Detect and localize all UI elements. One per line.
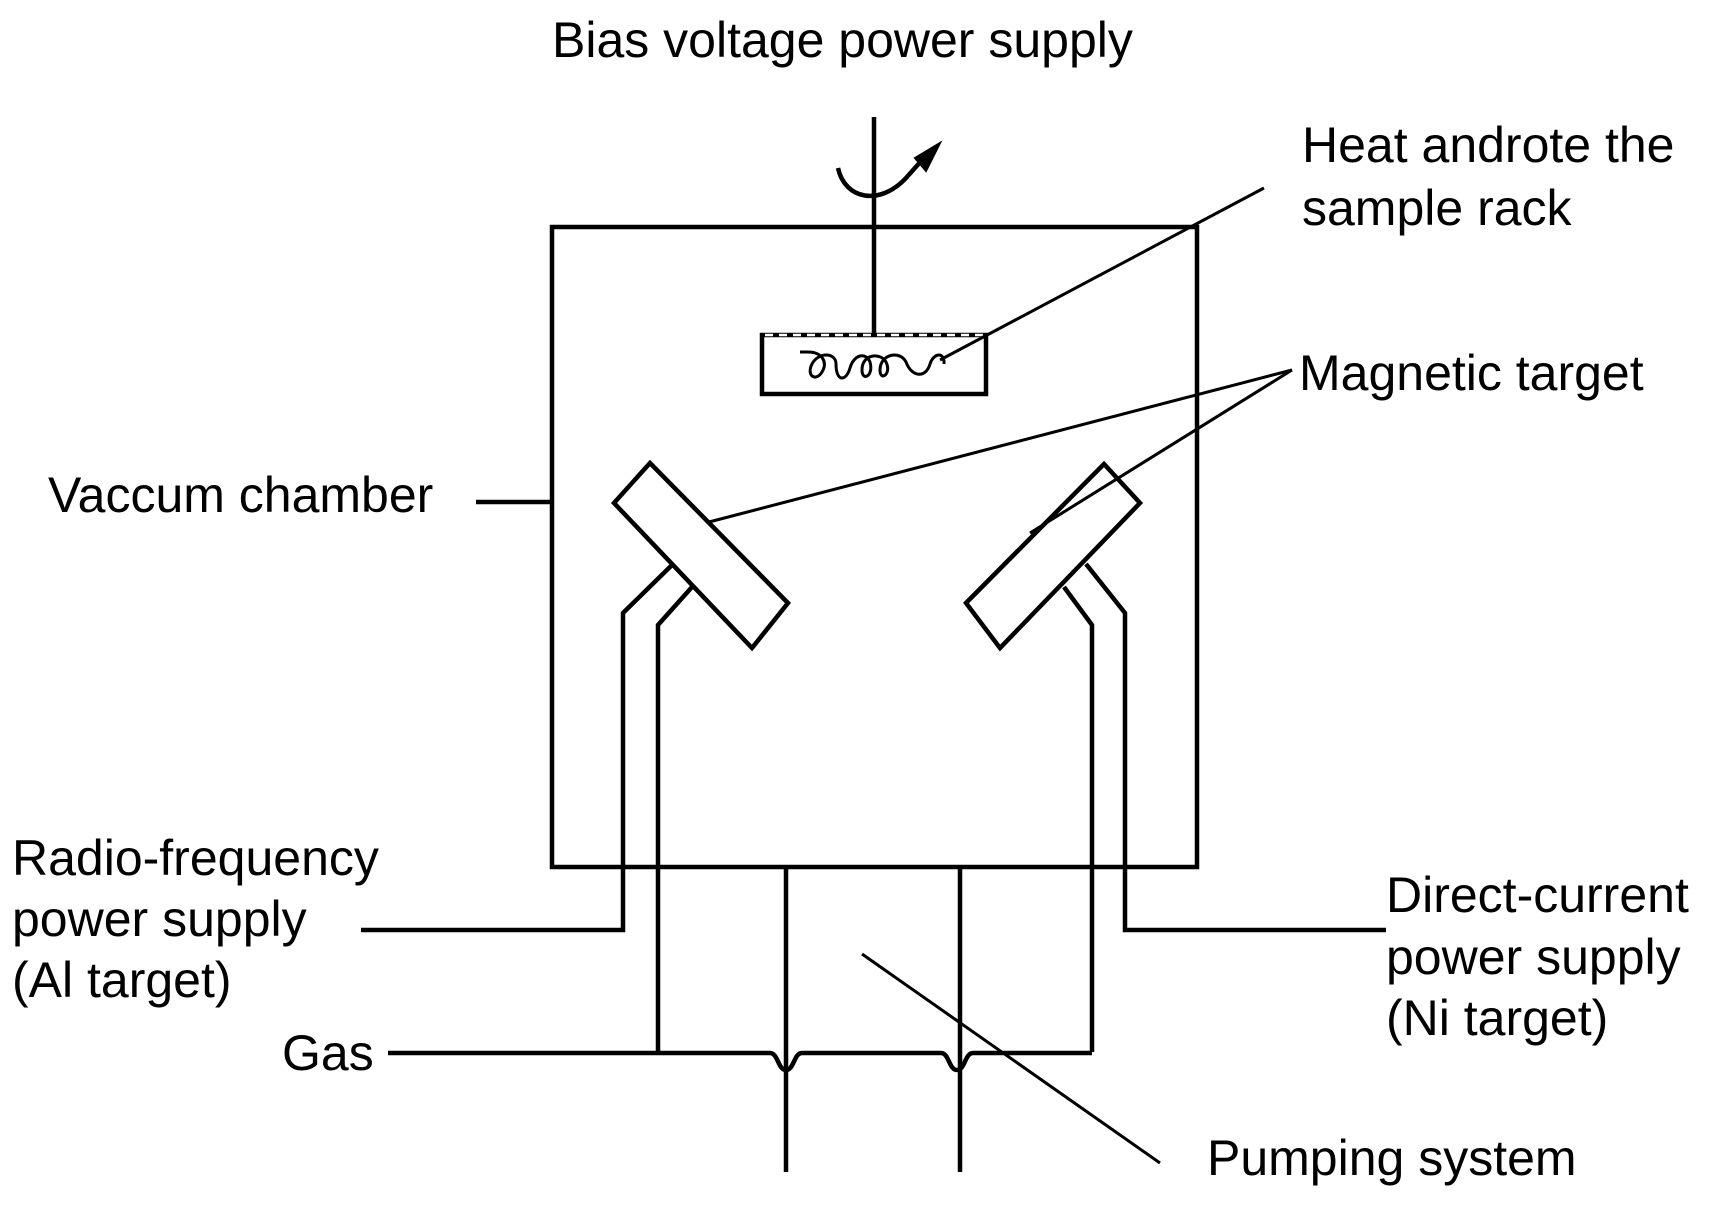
pumping-system-label: Pumping system: [1207, 1130, 1577, 1186]
pumping-system-leader: [861, 952, 1161, 1165]
heat-rotate-label-line2: sample rack: [1302, 180, 1573, 236]
rf-power-label-line1: Radio-frequency: [12, 830, 379, 886]
heat-rotate-leader: [939, 186, 1265, 362]
dc-power-label-line1: Direct-current: [1386, 867, 1689, 923]
right-feed-tube-outer: [1084, 562, 1386, 933]
magnetic-target-leader-right: [1029, 368, 1293, 535]
rf-power-label-line3: (Al target): [12, 952, 232, 1008]
left-feed-tube-outer: [361, 562, 675, 933]
magnetic-target-label: Magnetic target: [1299, 345, 1644, 401]
rotation-arrow-icon: [835, 140, 943, 199]
left-feed-tube-inner: [655, 585, 694, 1052]
heat-rotate-label-line1: Heat androte the: [1302, 117, 1675, 173]
dc-power-label-line2: power supply: [1386, 929, 1681, 985]
gas-supply-line: [388, 1050, 1092, 1073]
gas-label: Gas: [282, 1025, 374, 1081]
bias-voltage-label: Bias voltage power supply: [552, 12, 1133, 68]
left-magnetic-target: [610, 459, 792, 652]
vacuum-chamber-label: Vaccum chamber: [48, 467, 433, 523]
heater-coil-icon: [800, 350, 946, 380]
sample-rack: [759, 332, 989, 397]
right-feed-tube-inner: [1062, 585, 1095, 1052]
magnetic-target-leader-left: [708, 368, 1293, 524]
dc-power-label-line3: (Ni target): [1386, 990, 1608, 1046]
rf-power-label-line2: power supply: [12, 891, 307, 947]
right-magnetic-target: [963, 460, 1144, 652]
